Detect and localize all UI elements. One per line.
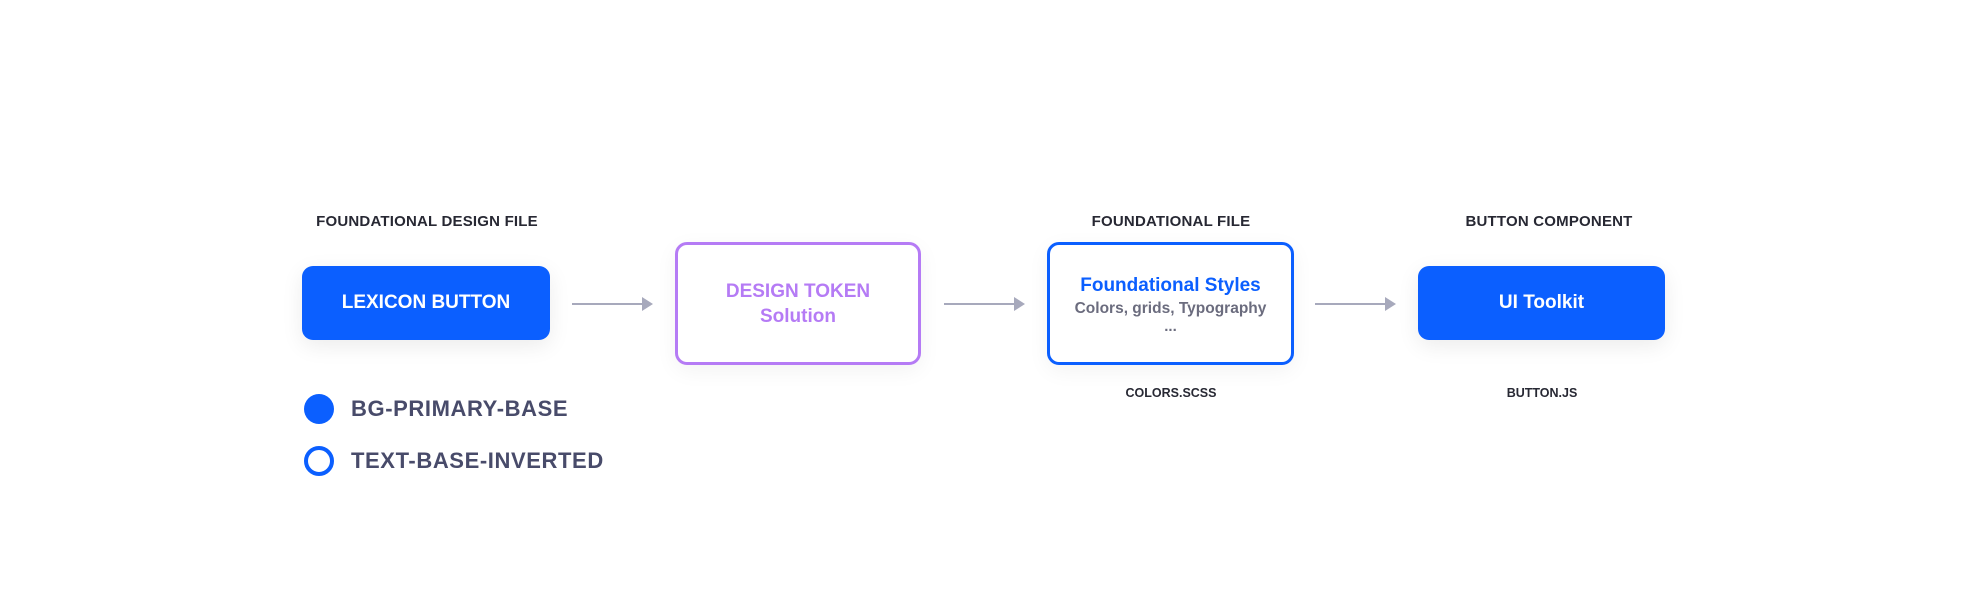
foundational-styles-title: Foundational Styles	[1080, 274, 1261, 296]
button-js-file-label: BUTTON.JS	[1506, 386, 1578, 400]
design-token-title: DESIGN TOKEN	[725, 280, 871, 302]
foundational-design-file-heading: FOUNDATIONAL DESIGN FILE	[316, 213, 538, 230]
foundational-file-heading: FOUNDATIONAL FILE	[1091, 213, 1251, 230]
legend-text-base-inverted: TEXT-BASE-INVERTED	[351, 448, 604, 473]
foundational-styles-subtitle: Colors, grids, Typography	[1074, 299, 1267, 317]
design-token-node: DESIGN TOKEN Solution	[675, 242, 921, 365]
colors-scss-file-label: COLORS.SCSS	[1125, 386, 1217, 400]
arrow-icon	[944, 297, 1025, 311]
lexicon-button-node: LEXICON BUTTON	[302, 266, 550, 340]
design-token-subtitle: Solution	[760, 305, 836, 327]
button-component-heading: BUTTON COMPONENT	[1465, 213, 1633, 230]
foundational-styles-node: Foundational Styles Colors, grids, Typog…	[1047, 242, 1294, 365]
filled-circle-icon	[304, 394, 334, 424]
ui-toolkit-node: UI Toolkit	[1418, 266, 1665, 340]
arrow-icon	[1315, 297, 1396, 311]
outline-circle-icon	[304, 446, 334, 476]
legend-bg-primary-base: BG-PRIMARY-BASE	[351, 396, 569, 421]
arrow-icon	[572, 297, 653, 311]
foundational-styles-ellipsis: ...	[1164, 317, 1177, 335]
